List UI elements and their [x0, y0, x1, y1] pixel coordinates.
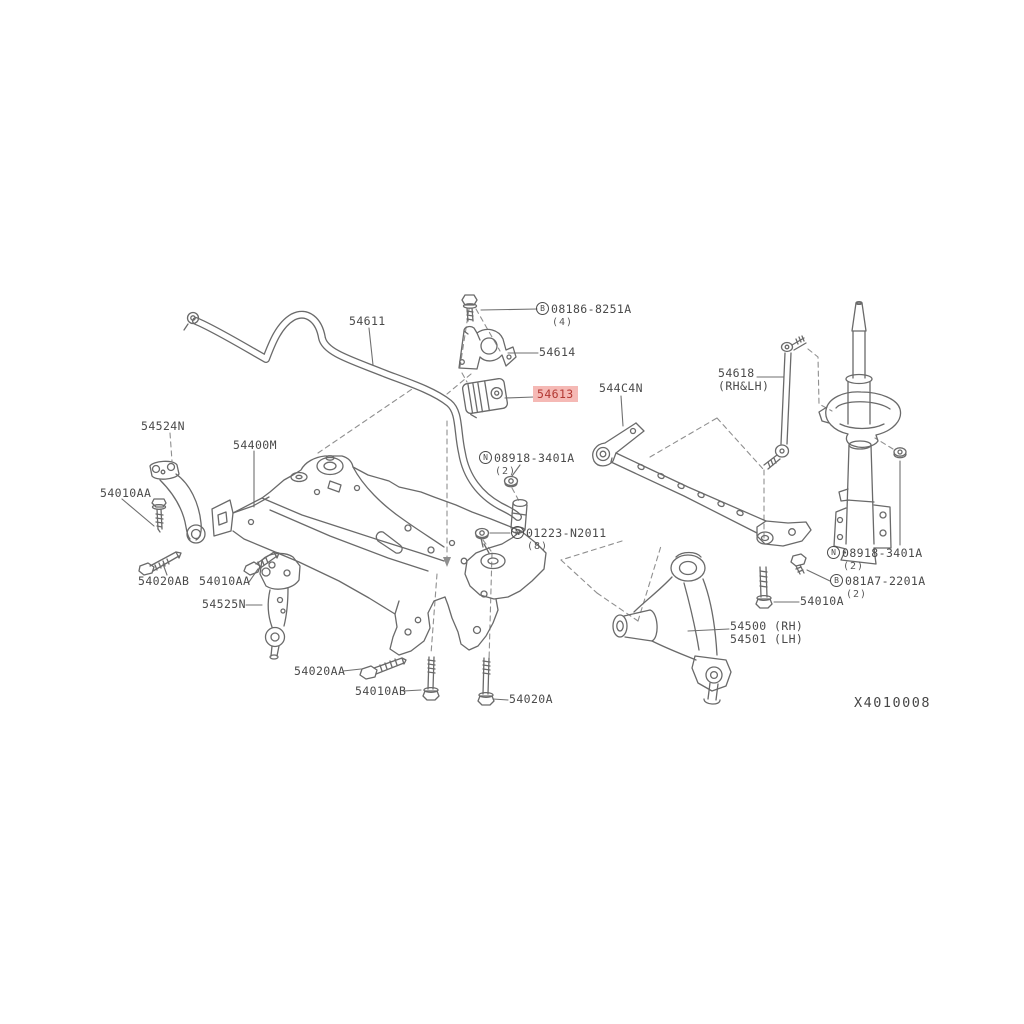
bolt-54020ab-drawing: [138, 551, 182, 576]
part-label-54524N[interactable]: 54524N: [141, 419, 185, 433]
quantity: (2): [843, 561, 865, 572]
nut-symbol-icon: N: [479, 451, 492, 464]
nut-symbol-icon: N: [827, 546, 840, 559]
quantity: (2): [495, 466, 517, 477]
part-label-54020AB[interactable]: 54020AB: [138, 574, 190, 588]
bolt-081a7-drawing: [790, 553, 807, 575]
drawing-code: X4010008: [854, 695, 932, 711]
stabilizer-bushing-drawing: [461, 377, 509, 419]
part-label-54618[interactable]: 54618 (RH&LH): [718, 366, 770, 393]
bolt-symbol-icon: B: [830, 574, 843, 587]
part-label-54611[interactable]: 54611: [349, 314, 386, 328]
projection-arrowhead: [443, 557, 451, 567]
part-label-54500-54501[interactable]: 54500 (RH) 54501 (LH): [730, 619, 804, 646]
bolt-54020a-drawing: [477, 657, 495, 706]
part-label-54010AA-upper[interactable]: 54010AA: [100, 486, 152, 500]
bolt-54010a-drawing: [755, 566, 773, 609]
construction-dashed-lines: [169, 308, 894, 662]
part-label-54525N[interactable]: 54525N: [202, 597, 246, 611]
nut-symbol-icon: N: [511, 526, 524, 539]
strut-nut-08918-drawing: [893, 447, 907, 459]
label-leader-lines: [121, 308, 901, 701]
part-label-544C4N[interactable]: 544C4N: [599, 381, 643, 395]
part-label-54010AA-lower[interactable]: 54010AA: [199, 574, 251, 588]
bolt-54010aa-upper-drawing: [151, 498, 167, 533]
bolt-54020aa-drawing: [359, 657, 407, 680]
part-label-54010A[interactable]: 54010A: [800, 594, 844, 608]
part-label-54010AB[interactable]: 54010AB: [355, 684, 407, 698]
part-label-54020AA[interactable]: 54020AA: [294, 664, 346, 678]
stabilizer-conrod-upper-drawing: [149, 460, 206, 544]
member-stay-drawing: [592, 422, 812, 547]
part-label-54614[interactable]: 54614: [539, 345, 576, 359]
quantity: (8): [527, 541, 549, 552]
stabilizer-clamp-bracket-drawing: [458, 325, 517, 370]
bolt-54010aa-lower-drawing: [243, 551, 280, 576]
highlight-box: 54613: [533, 386, 578, 402]
part-label-54020A[interactable]: 54020A: [509, 692, 553, 706]
clamp-bolt-drawing: [461, 294, 478, 322]
transverse-link-drawing: [612, 551, 732, 705]
stabilizer-link-drawing: [763, 335, 807, 470]
part-label-54613-highlighted[interactable]: 54613: [533, 386, 578, 402]
quantity: (4): [552, 317, 574, 328]
quantity: (2): [846, 589, 868, 600]
bolt-symbol-icon: B: [536, 302, 549, 315]
rh-lh-note: (RH&LH): [718, 379, 770, 393]
flange-nut-01223-drawing: [474, 527, 490, 548]
part-label-54400M[interactable]: 54400M: [233, 438, 277, 452]
stabilizer-bar-drawing: [183, 310, 528, 534]
bolt-54010ab-drawing: [422, 656, 440, 701]
suspension-member-drawing: [211, 455, 547, 656]
flange-nut-08918-drawing: [503, 475, 519, 488]
strut-assembly-drawing: [818, 300, 902, 565]
stabilizer-conrod-lower-drawing: [259, 552, 301, 660]
